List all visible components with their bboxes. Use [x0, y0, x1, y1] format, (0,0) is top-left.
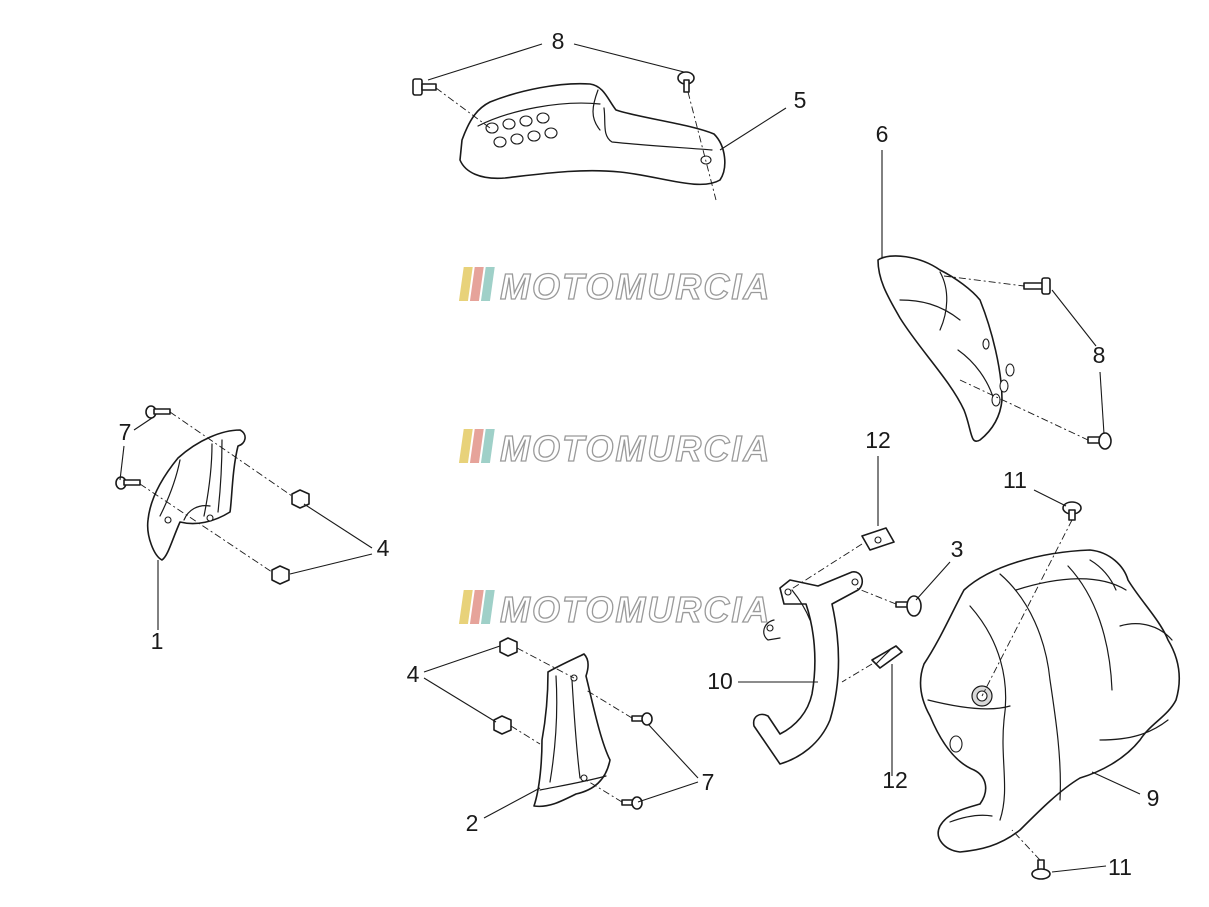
assembly-axis	[943, 275, 1025, 287]
assembly-axis	[959, 379, 1089, 441]
watermark-3: MOTOMURCIA	[458, 588, 771, 631]
vent-hole	[510, 133, 524, 145]
callout-7: 7	[702, 769, 715, 795]
watermark-stripe-red	[469, 267, 484, 301]
part-8-screw-upper	[1023, 277, 1051, 295]
watermark-stripe-red	[469, 590, 484, 624]
part-3-grommet	[895, 595, 922, 617]
part-5-heat-shield-top	[459, 82, 726, 186]
vent-hole	[485, 122, 499, 134]
part-6-heat-shield-side	[877, 255, 1015, 443]
vent-hole	[991, 393, 1001, 407]
callout-3: 3	[951, 536, 964, 562]
vent-hole	[527, 130, 541, 142]
vent-hole	[1005, 363, 1015, 377]
mount-hole	[206, 514, 214, 522]
watermark-stripe-teal	[480, 429, 495, 463]
mount-hole	[580, 774, 588, 782]
callout-7: 7	[119, 419, 132, 445]
watermark-stripe-yellow	[458, 590, 473, 624]
assembly-axis	[855, 587, 897, 605]
callout-9: 9	[1147, 785, 1160, 811]
assembly-axis	[981, 519, 1073, 697]
watermark-1: MOTOMURCIA	[458, 265, 771, 308]
watermark-stripe-teal	[480, 590, 495, 624]
part-11-screw-upper	[1062, 501, 1082, 521]
assembly-axis	[841, 663, 873, 683]
assembly-axis	[510, 725, 541, 745]
callout-1: 1	[151, 628, 164, 654]
vent-hole	[493, 136, 507, 148]
assembly-axis	[516, 647, 575, 679]
mount-hole	[164, 516, 172, 524]
callout-2: 2	[466, 810, 479, 836]
watermark-text: MOTOMURCIA	[500, 589, 771, 630]
watermark-text: MOTOMURCIA	[500, 266, 771, 307]
vent-hole	[999, 379, 1009, 393]
callout-12: 12	[865, 427, 891, 453]
part-8-screw-right	[677, 71, 695, 93]
callout-8: 8	[1093, 342, 1106, 368]
part-7-screw	[621, 796, 643, 810]
assembly-axis	[585, 689, 633, 719]
assembly-axis	[139, 483, 273, 573]
callout-11: 11	[1003, 467, 1027, 493]
vent-hole	[502, 118, 516, 130]
assembly-axis	[1011, 829, 1041, 861]
assembly-axis	[169, 411, 293, 497]
assembly-axis	[687, 91, 717, 201]
mount-hole	[766, 624, 774, 632]
watermark-2: MOTOMURCIA	[458, 427, 771, 470]
part-10-mounting-bracket	[752, 571, 864, 765]
part-4-nut	[499, 637, 518, 657]
vent-hole	[982, 338, 990, 350]
callout-6: 6	[876, 121, 889, 147]
part-4-nut	[291, 489, 310, 509]
callout-4: 4	[407, 661, 420, 687]
vent-hole	[544, 127, 558, 139]
part-11-screw-lower	[1031, 859, 1051, 880]
part-8-screw-left	[412, 78, 437, 96]
callout-12: 12	[882, 767, 908, 793]
watermark-stripe-yellow	[458, 267, 473, 301]
part-7-screw	[145, 405, 171, 419]
mount-hole	[874, 536, 882, 544]
part-9-exhaust-cover	[919, 549, 1181, 853]
assembly-axis	[585, 779, 623, 803]
part-8-screw-lower	[1087, 432, 1112, 450]
watermark-stripe-red	[469, 429, 484, 463]
callout-8: 8	[552, 28, 565, 54]
callout-10: 10	[707, 668, 733, 694]
callout-4: 4	[377, 535, 390, 561]
vent-hole	[519, 115, 533, 127]
watermark-stripe-teal	[480, 267, 495, 301]
mount-hole	[851, 578, 859, 586]
leader-lines	[119, 43, 1141, 873]
part-1-bracket-left	[146, 429, 246, 561]
callout-5: 5	[794, 87, 807, 113]
callout-11: 11	[1108, 854, 1132, 880]
mount-hole	[949, 735, 963, 753]
part-7-screw	[631, 712, 653, 726]
vent-hole	[536, 112, 550, 124]
watermark-stripe-yellow	[458, 429, 473, 463]
assembly-axis	[789, 543, 863, 591]
part-4-nut	[493, 715, 512, 735]
assembly-axis	[435, 87, 491, 129]
part-2-bracket-lower	[533, 653, 611, 808]
part-12-clip-lower	[871, 645, 903, 669]
part-4-nut	[271, 565, 290, 585]
part-7-screw	[115, 476, 141, 490]
part-12-clip-upper	[861, 527, 895, 551]
mount-hole	[784, 588, 792, 596]
watermark-text: MOTOMURCIA	[500, 428, 771, 469]
